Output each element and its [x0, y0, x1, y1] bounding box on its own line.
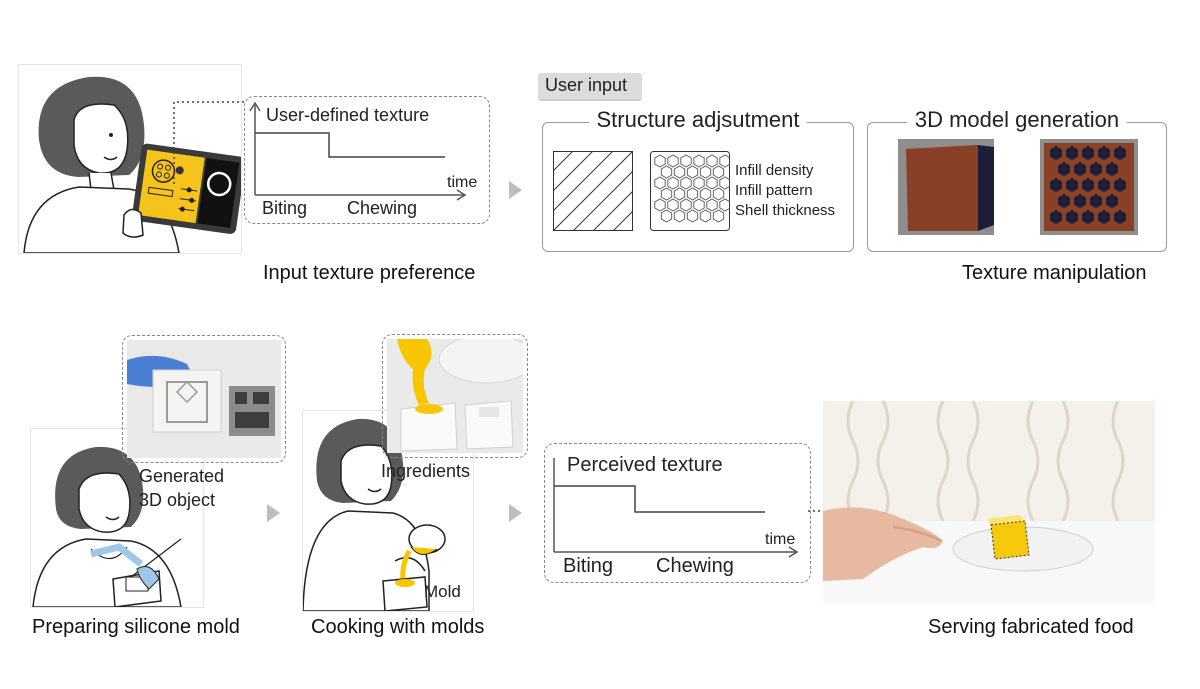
phase-biting: Biting	[563, 555, 614, 577]
flow-arrow	[509, 181, 522, 199]
flow-arrow	[509, 504, 522, 522]
model-generation-box: 3D model generation	[867, 107, 1167, 252]
param-infill-pattern: Infill pattern	[735, 182, 813, 199]
graph-title: User-defined texture	[266, 105, 430, 125]
structure-adjustment-box: Structure adjsutment Infill density I	[542, 107, 854, 252]
phase-chewing: Chewing	[347, 198, 418, 218]
time-axis-label: time	[447, 174, 478, 191]
connector-dotted-line	[173, 101, 246, 184]
ingredients-inset	[382, 334, 528, 458]
caption-serving: Serving fabricated food	[928, 616, 1134, 638]
model-generation-title: 3D model generation	[906, 107, 1128, 132]
generated-label-line1: Generated	[139, 466, 225, 486]
honeycomb-infill-pattern	[650, 151, 730, 231]
generated-label-line2: 3D object	[139, 490, 216, 510]
user-input-tag: User input	[538, 73, 642, 101]
generated-3d-object-inset	[122, 335, 286, 463]
serving-food-photo	[823, 401, 1155, 603]
line-infill-pattern	[553, 151, 633, 231]
caption-texture-manipulation: Texture manipulation	[962, 262, 1147, 284]
phase-biting: Biting	[262, 198, 308, 218]
woman-tablet-illustration	[18, 64, 246, 254]
user-defined-texture-graph: User-defined texture time Biting Chewing	[244, 96, 490, 224]
generated-object-photo	[127, 340, 281, 458]
solid-cube-render	[898, 139, 994, 235]
ingredients-photo	[387, 339, 523, 453]
param-infill-density: Infill density	[735, 162, 814, 179]
caption-input-texture: Input texture preference	[263, 262, 476, 284]
time-axis-label: time	[765, 531, 796, 548]
caption-cooking: Cooking with molds	[311, 616, 485, 638]
structure-title: Structure adjsutment	[588, 107, 808, 132]
ingredients-label: Ingredients	[381, 461, 471, 481]
texture-curve	[255, 132, 445, 158]
perceived-texture-graph: Perceived texture time Biting Chewing	[544, 443, 811, 583]
graph-title: Perceived texture	[567, 454, 723, 476]
mold-label: Mold	[424, 582, 461, 601]
woman-cooking-illustration	[302, 410, 474, 612]
param-shell-thickness: Shell thickness	[735, 202, 836, 219]
texture-curve	[554, 485, 765, 513]
lattice-cube-render	[1040, 139, 1138, 235]
flow-arrow	[267, 504, 280, 522]
caption-preparing-mold: Preparing silicone mold	[32, 616, 240, 638]
user-input-tag-label: User input	[545, 75, 628, 95]
woman-preparing-mold-illustration	[30, 428, 204, 608]
phase-chewing: Chewing	[656, 555, 734, 577]
